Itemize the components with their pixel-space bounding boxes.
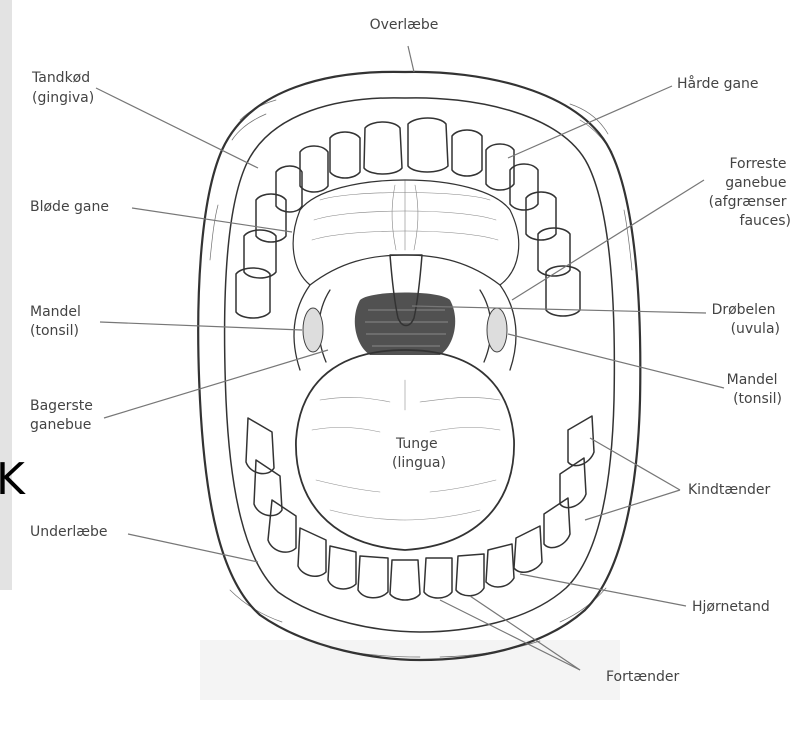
label-underlip: Underlæbe (30, 524, 108, 540)
label-gums: Tandkød (gingiva) (31, 70, 95, 106)
leader-canine (520, 574, 686, 606)
label-front-arch: Forreste ganebue (afgrænser fauces) (709, 156, 791, 229)
label-uvula: Drøbelen (uvula) (712, 302, 780, 337)
label-rear-arch: Bagerste ganebue (30, 398, 97, 433)
upper-teeth (236, 118, 580, 318)
leader-underlip (128, 534, 258, 562)
leader-uvula (412, 306, 706, 313)
leader-overlip (408, 46, 414, 72)
tonsil-left-shape (303, 308, 323, 352)
leader-hard-palate (508, 86, 672, 158)
label-incisors: Fortænder (606, 669, 679, 685)
leader-tonsil-right (508, 334, 724, 388)
label-molars: Kindtænder (688, 482, 770, 498)
hard-palate (293, 180, 519, 285)
leader-tonsil-left (100, 322, 302, 330)
label-tongue: Tunge (lingua) (392, 436, 446, 471)
label-tonsil-left: Mandel (tonsil) (30, 304, 85, 339)
tonsil-right-shape (487, 308, 507, 352)
label-tonsil-right: Mandel (tonsil) (727, 372, 782, 407)
leader-lines (96, 46, 724, 670)
scan-bottom-shadow (200, 640, 620, 700)
label-hard-palate: Hårde gane (677, 75, 759, 92)
mouth-illustration (198, 72, 640, 660)
leader-gums (96, 88, 258, 168)
leader-soft-palate (132, 208, 292, 232)
label-canine: Hjørnetand (692, 599, 770, 615)
leader-rear-arch (104, 350, 328, 418)
label-overlip: Overlæbe (370, 17, 439, 33)
leader-molars-1 (590, 438, 680, 490)
label-soft-palate: Bløde gane (30, 199, 109, 215)
edge-glyph: K (0, 454, 26, 505)
